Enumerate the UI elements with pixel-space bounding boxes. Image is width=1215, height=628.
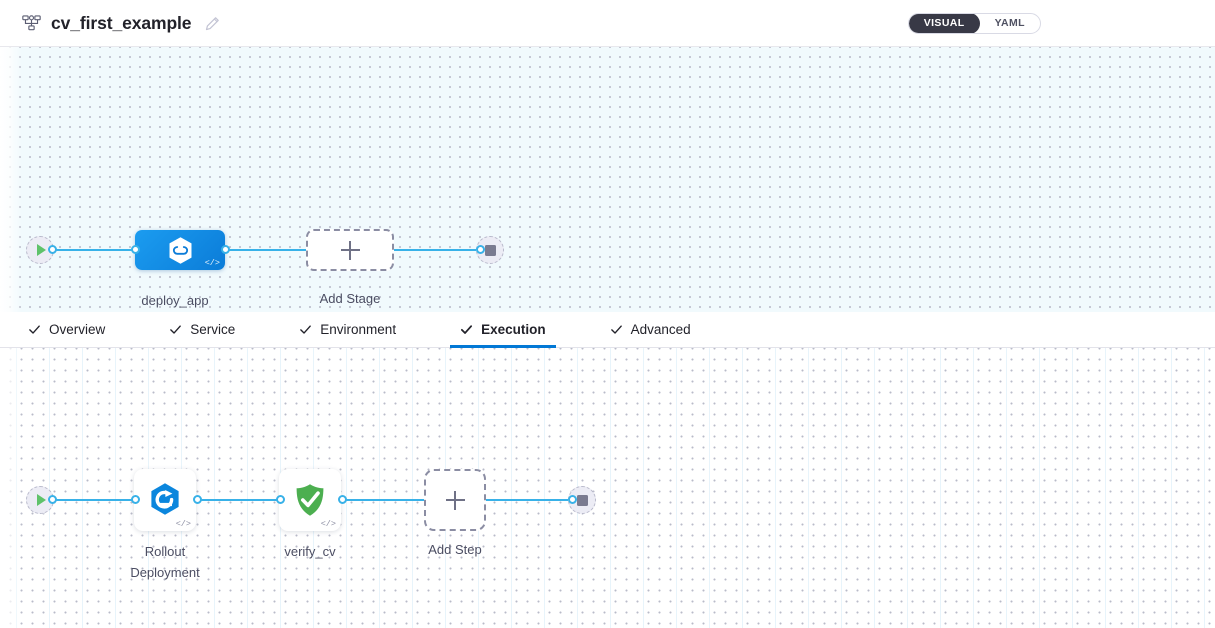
play-icon <box>37 244 46 256</box>
stage-graph: </> deploy_app Add Stage <box>0 47 1215 312</box>
tab-label: Environment <box>320 322 397 337</box>
tab-environment[interactable]: Environment <box>289 312 406 347</box>
step-edge-rollout-to-verify <box>196 499 284 501</box>
step-code-badge: </> <box>175 518 191 529</box>
step-port-verify-out[interactable] <box>338 495 347 504</box>
stop-icon <box>484 244 496 256</box>
add-stage-button[interactable] <box>306 229 394 271</box>
stage-edge-deploy-to-add <box>224 249 308 251</box>
step-edge-add-to-end <box>486 499 576 501</box>
tab-execution[interactable]: Execution <box>450 312 556 348</box>
check-icon <box>461 325 473 334</box>
pipeline-graph-icon <box>22 15 41 31</box>
check-icon <box>300 325 312 334</box>
step-node-verify-cv[interactable]: </> <box>279 469 341 531</box>
stage-code-badge: </> <box>204 257 220 268</box>
tab-label: Service <box>190 322 236 337</box>
step-code-badge: </> <box>320 518 336 529</box>
stage-node-deploy-app[interactable]: </> <box>135 230 225 270</box>
stage-port-end-in[interactable] <box>476 245 485 254</box>
play-icon <box>37 494 46 506</box>
mode-option-yaml[interactable]: YAML <box>994 16 1025 29</box>
stage-label-deploy-app: deploy_app <box>141 293 209 308</box>
step-label-verify-cv: verify_cv <box>284 544 336 559</box>
add-stage-label: Add Stage <box>319 291 381 306</box>
tab-service[interactable]: Service <box>159 312 245 347</box>
plus-icon <box>340 240 360 260</box>
stage-edge-add-to-end <box>392 249 484 251</box>
tab-label: Advanced <box>630 322 691 337</box>
stop-icon <box>576 494 588 506</box>
stage-port-deploy-out[interactable] <box>221 245 230 254</box>
tab-advanced[interactable]: Advanced <box>600 312 701 347</box>
step-edge-verify-to-add <box>340 499 426 501</box>
stage-port-deploy-in[interactable] <box>131 245 140 254</box>
check-icon <box>29 325 40 334</box>
tab-overview[interactable]: Overview <box>18 312 115 347</box>
step-port-rollout-in[interactable] <box>131 495 140 504</box>
green-shield-check-icon <box>296 484 324 516</box>
stage-config-tabs: Overview Service Environment Execution A <box>0 312 1215 348</box>
harness-deployment-hexagon-icon <box>169 236 191 264</box>
step-port-verify-in[interactable] <box>276 495 285 504</box>
tab-label: Overview <box>49 322 106 337</box>
header-right: VISUAL YAML <box>907 12 1215 34</box>
stage-edge-start-to-deploy <box>52 249 136 251</box>
add-step-button[interactable] <box>424 469 486 531</box>
check-icon <box>170 325 182 334</box>
step-port-start-out[interactable] <box>48 495 57 504</box>
add-step-label: Add Step <box>428 542 482 557</box>
app-header: cv_first_example VISUAL YAML <box>0 0 1215 47</box>
k8s-rollout-hexagon-icon <box>151 483 179 515</box>
view-mode-toggle[interactable]: VISUAL YAML <box>907 12 1041 34</box>
stage-port-start-out[interactable] <box>48 245 57 254</box>
stage-graph-canvas[interactable]: </> deploy_app Add Stage <box>0 47 1215 312</box>
step-port-rollout-out[interactable] <box>193 495 202 504</box>
execution-graph: </> Rollout Deployment </> verify_cv Add… <box>0 348 1215 628</box>
header-left: cv_first_example <box>0 13 220 34</box>
check-icon <box>610 325 622 334</box>
step-edge-start-to-rollout <box>52 499 138 501</box>
step-port-end-in[interactable] <box>568 495 577 504</box>
execution-graph-canvas[interactable]: </> Rollout Deployment </> verify_cv Add… <box>0 348 1215 628</box>
page-title: cv_first_example <box>51 12 192 33</box>
mode-option-visual[interactable]: VISUAL <box>908 13 980 33</box>
step-label-rollout-deployment: Rollout Deployment <box>130 544 200 580</box>
tab-label: Execution <box>481 322 546 337</box>
step-node-rollout-deployment[interactable]: </> <box>134 469 196 531</box>
plus-icon <box>445 490 465 510</box>
edit-pencil-icon[interactable] <box>205 16 220 31</box>
